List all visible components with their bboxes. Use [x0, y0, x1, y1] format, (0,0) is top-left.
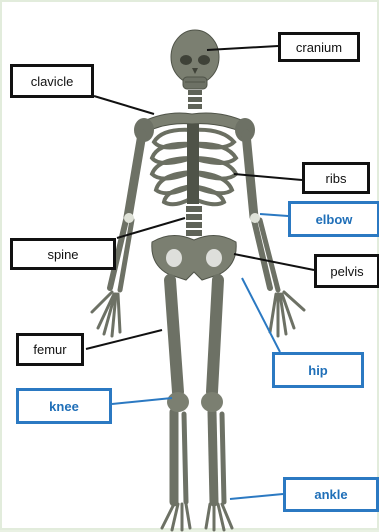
label-femur: femur — [16, 333, 84, 366]
left-knee-joint — [167, 392, 189, 412]
left-foot — [162, 504, 190, 530]
left-elbow-joint — [124, 213, 134, 223]
label-cranium: cranium — [278, 32, 360, 62]
label-ankle: ankle — [283, 477, 379, 512]
label-pelvis: pelvis — [314, 254, 379, 288]
label-clavicle: clavicle — [10, 64, 94, 98]
right-elbow-joint — [250, 213, 260, 223]
label-knee: knee — [16, 388, 112, 424]
label-hip: hip — [272, 352, 364, 388]
label-spine: spine — [10, 238, 116, 270]
right-hand — [270, 292, 304, 336]
label-elbow: elbow — [288, 201, 379, 237]
legs — [170, 280, 224, 502]
sternum — [187, 124, 199, 204]
cervical-vertebrae — [188, 90, 202, 109]
left-hand — [92, 292, 120, 336]
right-foot — [206, 504, 232, 530]
lumbar-spine — [186, 206, 202, 236]
right-knee-joint — [201, 392, 223, 412]
label-ribs: ribs — [302, 162, 370, 194]
skull — [171, 30, 219, 89]
pelvis-bone — [152, 235, 236, 280]
